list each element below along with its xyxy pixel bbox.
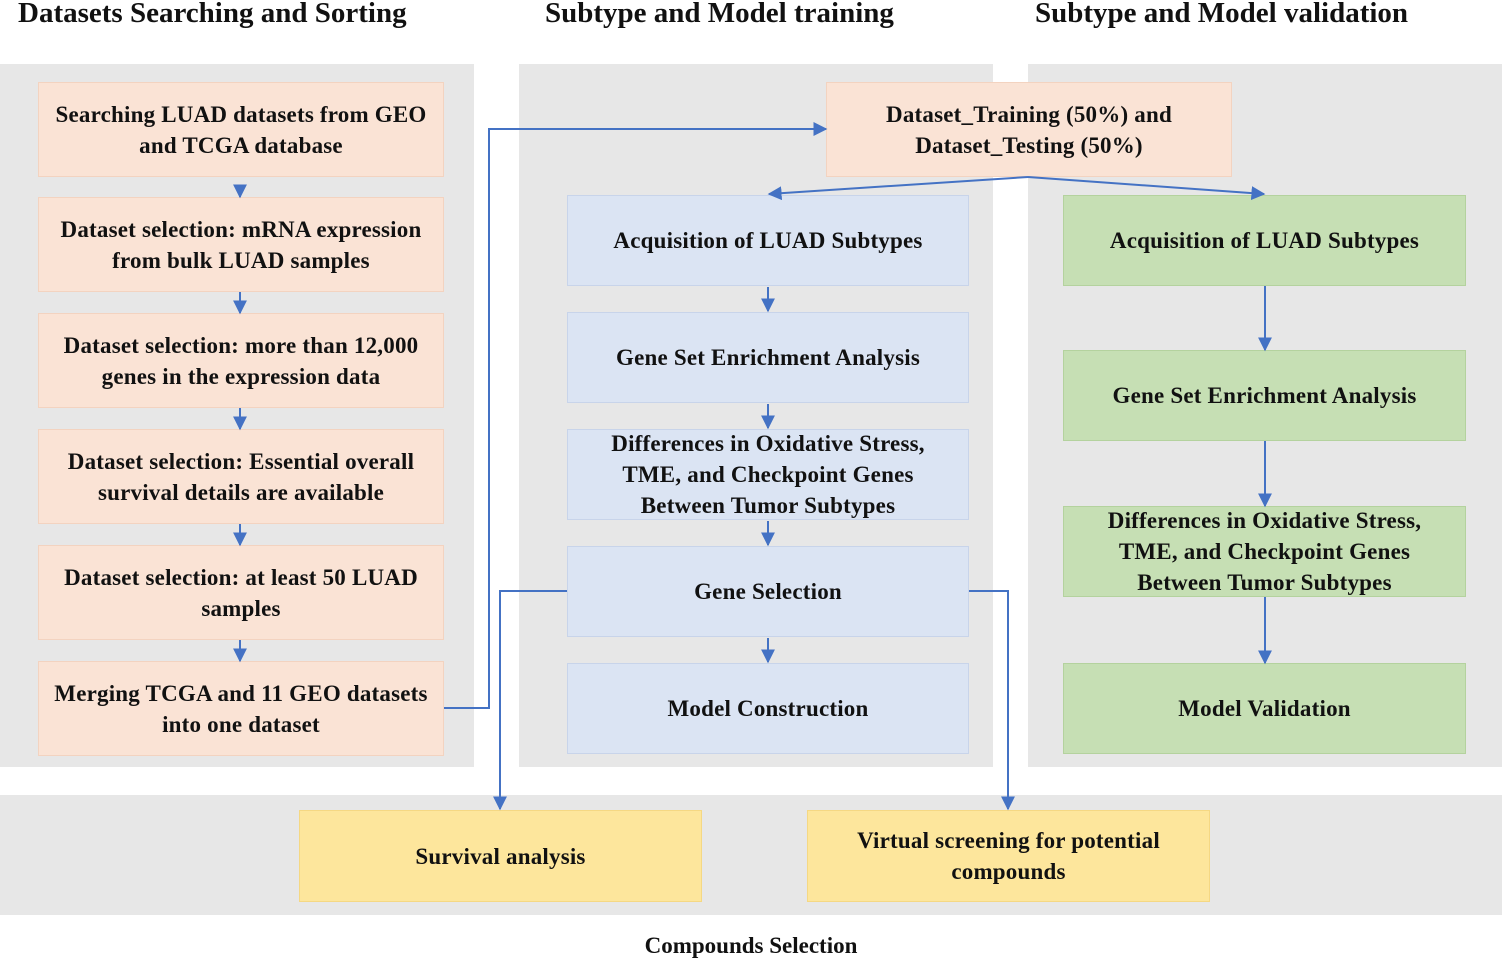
dataset-split-text: Dataset_Training (50%) and Dataset_Testi… [886, 101, 1172, 158]
column-title-searching: Datasets Searching and Sorting [18, 0, 407, 29]
compounds-selection-label: Compounds Selection [644, 933, 858, 958]
training-step-text: Gene Selection [694, 579, 842, 604]
search-step-box: Dataset selection: at least 50 LUAD samp… [38, 545, 444, 640]
compounds-panel [0, 795, 1502, 915]
training-step-box: Differences in Oxidative Stress, TME, an… [567, 429, 969, 520]
validation-step-box: Gene Set Enrichment Analysis [1063, 350, 1466, 441]
search-step-text: Dataset selection: mRNA expression from … [60, 216, 422, 273]
virtual-screening-box: Virtual screening for potential compound… [807, 810, 1210, 902]
search-step-text: Merging TCGA and 11 GEO datasets into on… [54, 680, 428, 737]
search-step-text: Dataset selection: more than 12,000 gene… [63, 332, 419, 389]
validation-step-box: Acquisition of LUAD Subtypes [1063, 195, 1466, 286]
training-step-box: Acquisition of LUAD Subtypes [567, 195, 969, 286]
search-step-box: Dataset selection: more than 12,000 gene… [38, 313, 444, 408]
training-step-box: Gene Set Enrichment Analysis [567, 312, 969, 403]
column-title-training: Subtype and Model training [545, 0, 894, 29]
search-step-text: Dataset selection: at least 50 LUAD samp… [64, 564, 418, 621]
training-step-text: Gene Set Enrichment Analysis [616, 345, 920, 370]
survival-analysis-box: Survival analysis [299, 810, 702, 902]
validation-step-box: Model Validation [1063, 663, 1466, 754]
training-step-text: Acquisition of LUAD Subtypes [613, 228, 923, 253]
column-title-validation: Subtype and Model validation [1035, 0, 1409, 29]
validation-step-text: Gene Set Enrichment Analysis [1112, 383, 1417, 408]
validation-step-text: Model Validation [1178, 696, 1351, 721]
search-step-box: Dataset selection: mRNA expression from … [38, 197, 444, 292]
virtual-screening-text: Virtual screening for potential compound… [857, 828, 1160, 884]
survival-analysis-text: Survival analysis [415, 843, 586, 869]
training-step-box: Model Construction [567, 663, 969, 754]
search-step-text: Searching LUAD datasets from GEO and TCG… [55, 101, 427, 158]
training-step-box: Gene Selection [567, 546, 969, 637]
validation-step-box: Differences in Oxidative Stress, TME, an… [1063, 506, 1466, 597]
validation-step-text: Differences in Oxidative Stress, TME, an… [1107, 508, 1422, 595]
validation-step-text: Acquisition of LUAD Subtypes [1109, 228, 1420, 253]
search-step-box: Searching LUAD datasets from GEO and TCG… [38, 82, 444, 177]
dataset-split-box: Dataset_Training (50%) and Dataset_Testi… [826, 82, 1232, 177]
training-step-text: Model Construction [667, 696, 869, 721]
search-step-box: Merging TCGA and 11 GEO datasets into on… [38, 661, 444, 756]
training-step-text: Differences in Oxidative Stress, TME, an… [611, 431, 925, 518]
search-step-box: Dataset selection: Essential overall sur… [38, 429, 444, 524]
search-step-text: Dataset selection: Essential overall sur… [67, 448, 415, 505]
